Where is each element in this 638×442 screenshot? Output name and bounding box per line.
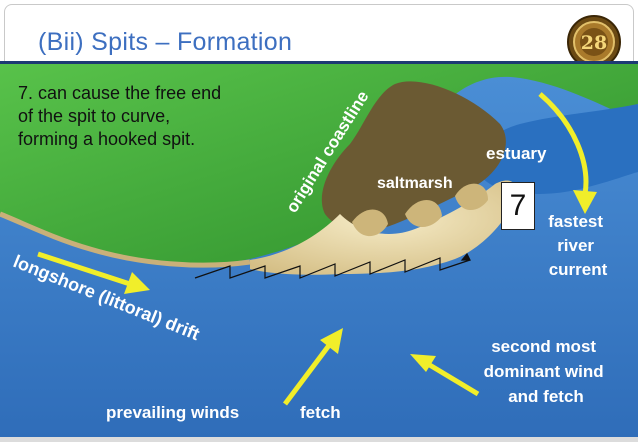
slide-number-badge: 28 [567, 15, 621, 69]
step-line-2: of the spit to curve, [18, 106, 171, 126]
title-bar: (Bii) Spits – Formation 28 [0, 0, 638, 69]
second-wind-label: second most dominant wind and fetch [484, 337, 609, 406]
longshore-drift-arrow [37, 251, 150, 294]
bottom-border [0, 437, 638, 442]
step-line-3: forming a hooked spit. [18, 129, 196, 149]
zigzag-drift-arrows [194, 252, 471, 279]
fetch-arrow [283, 328, 343, 406]
spit-hook-1 [352, 209, 388, 237]
step-number-box: 7 [501, 182, 535, 230]
spit-hook-2 [405, 199, 442, 227]
spit-hook-3 [455, 183, 488, 211]
title-underline [0, 61, 638, 64]
prevailing-winds-label: prevailing winds [106, 403, 239, 422]
river-label: river [557, 236, 594, 255]
second-wind-arrow [410, 354, 480, 397]
estuary-label: estuary [486, 144, 547, 163]
estuary-curved-arrow [538, 92, 597, 214]
saltmarsh-label: saltmarsh [377, 175, 453, 192]
title-frame [4, 4, 634, 63]
second-wind-line-3: and fetch [508, 387, 584, 406]
land [0, 64, 638, 265]
second-wind-line-1: second most [491, 337, 596, 356]
beach-edge [0, 211, 251, 268]
step-description: 7. can cause the free end of the spit to… [18, 82, 318, 151]
current-label: current [549, 260, 608, 279]
fetch-label: fetch [300, 403, 341, 422]
fastest-label: fastest [548, 212, 603, 231]
estuary [477, 104, 638, 194]
slide-number: 28 [581, 32, 607, 54]
fastest-river-current-label: fastest river current [548, 212, 608, 279]
spit-diagram: original coastline saltmarsh estuary fas… [0, 64, 638, 438]
spit-sand [250, 180, 517, 275]
second-wind-line-2: dominant wind [484, 362, 604, 381]
arrows [37, 92, 597, 406]
step-line-1: 7. can cause the free end [18, 83, 222, 103]
slide-title: (Bii) Spits – Formation [38, 28, 293, 56]
